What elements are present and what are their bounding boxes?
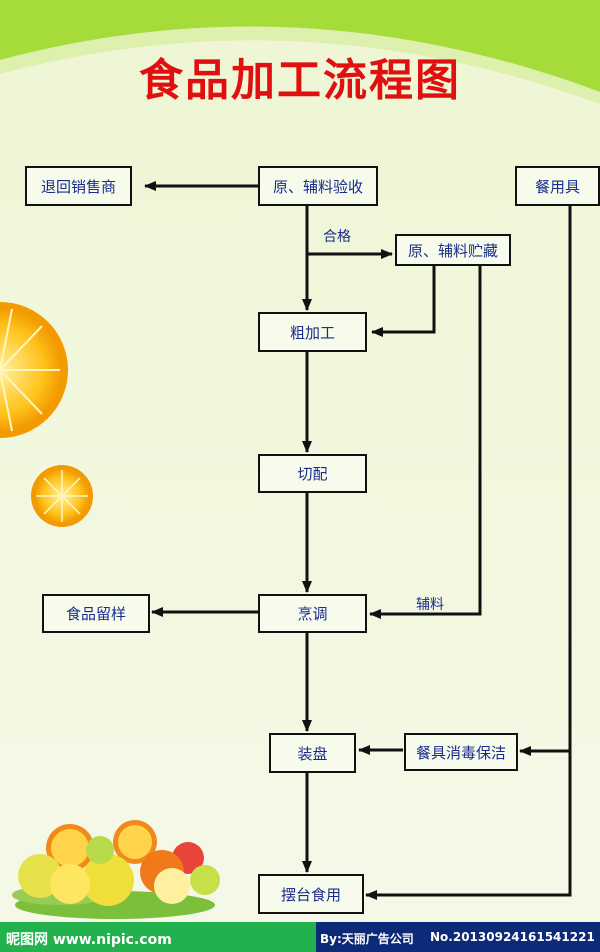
watermark-id: No.20130924161541221: [430, 930, 595, 944]
node-tableware-disinfection: 餐具消毒保洁: [404, 733, 518, 771]
orange-slice-small: [31, 465, 93, 527]
watermark-brand: 昵图网 www.nipic.com: [6, 932, 172, 948]
label-auxiliary: 辅料: [416, 597, 444, 613]
label-qualified: 合格: [323, 229, 351, 245]
node-serving: 摆台食用: [258, 874, 364, 914]
node-plating: 装盘: [269, 733, 356, 773]
node-cooking: 烹调: [258, 594, 367, 633]
node-tableware: 餐用具: [515, 166, 600, 206]
node-material-storage: 原、辅料贮藏: [395, 234, 511, 266]
page-title: 食品加工流程图: [139, 55, 461, 106]
connectors: [144, 181, 572, 900]
node-material-inspection: 原、辅料验收: [258, 166, 378, 206]
node-cutting: 切配: [258, 454, 367, 493]
watermark-author: By:天丽广告公司: [320, 932, 414, 946]
top-green-arc: [0, 0, 600, 92]
orange-slice-large: [0, 302, 68, 438]
node-food-sample: 食品留样: [42, 594, 150, 633]
node-return-to-supplier: 退回销售商: [25, 166, 132, 206]
node-rough-processing: 粗加工: [258, 312, 367, 352]
fruit-pile: [12, 820, 220, 919]
